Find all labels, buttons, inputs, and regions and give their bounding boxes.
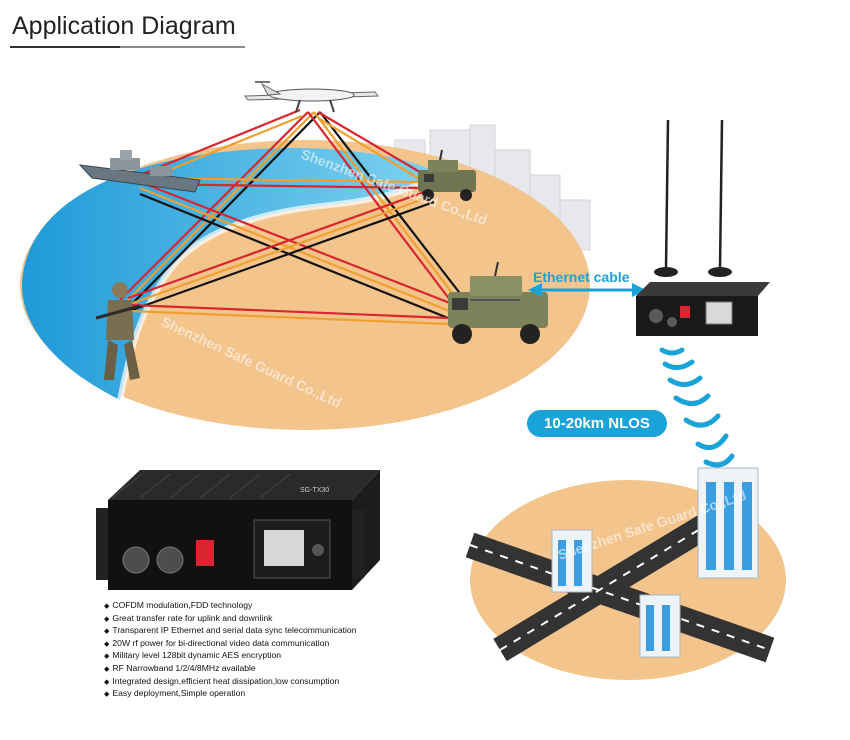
ethernet-cable-connector: Ethernet cable <box>528 269 646 297</box>
feature-item: COFDM modulation,FDD technology <box>104 600 424 613</box>
ship-icon <box>78 150 201 193</box>
feature-item: Great transfer rate for uplink and downl… <box>104 613 424 626</box>
page-title: Application Diagram <box>12 12 236 40</box>
feature-item: Transparent IP Ethernet and serial data … <box>104 625 424 638</box>
feature-item: 20W rf power for bi-directional video da… <box>104 638 424 651</box>
feature-item: Integrated design,efficient heat dissipa… <box>104 676 424 689</box>
battlefield-area <box>20 124 591 430</box>
antenna-icon <box>664 119 670 269</box>
armored-vehicle-icon <box>448 261 548 344</box>
feature-list: COFDM modulation,FDD technology Great tr… <box>104 600 424 701</box>
ethernet-cable-label: Ethernet cable <box>533 269 630 285</box>
wireless-signal-icon <box>659 347 735 468</box>
title-underline-accent <box>10 46 120 48</box>
title-underline <box>10 46 245 48</box>
building-icon <box>551 529 593 593</box>
device-model-label: SG-TX30 <box>300 487 329 494</box>
feature-item: Easy deployment,Simple operation <box>104 688 424 701</box>
nlos-range-label: 10-20km NLOS <box>527 410 667 437</box>
soldier-icon <box>95 282 141 380</box>
building-icon <box>697 467 759 579</box>
armored-vehicle-icon <box>418 149 476 201</box>
city-area: Shenzhen Safe Guard Co.,Ltd <box>465 467 786 680</box>
radio-unit-icon <box>636 119 770 336</box>
radio-unit-icon: SG-TX30 <box>96 470 380 590</box>
feature-item: Military level 128bit dynamic AES encryp… <box>104 650 424 663</box>
antenna-icon <box>718 119 724 269</box>
drone-icon <box>244 81 379 113</box>
building-icon <box>639 594 681 658</box>
surf-line <box>117 172 442 401</box>
feature-item: RF Narrowband 1/2/4/8MHz available <box>104 663 424 676</box>
